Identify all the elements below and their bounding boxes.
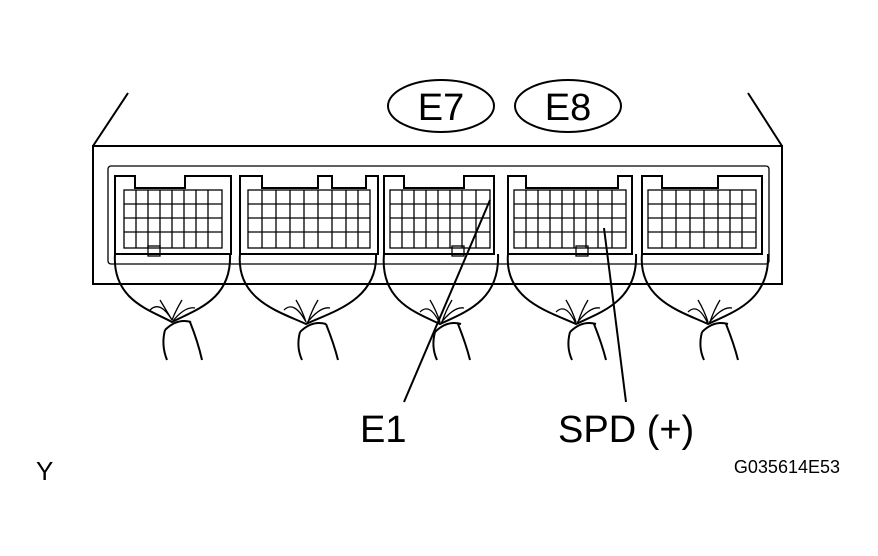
corner-letter: Y <box>36 456 53 486</box>
connector-block-e7 <box>382 175 500 361</box>
figure-code: G035614E53 <box>734 457 840 477</box>
connector-label-e8: E8 <box>545 87 591 129</box>
connector-block-e8 <box>506 175 638 361</box>
leader-line-e1 <box>403 199 491 403</box>
pin-label-e1: E1 <box>360 409 406 451</box>
pin-label-spd: SPD (+) <box>558 409 694 451</box>
connector-callout-e7: E7 <box>387 79 495 133</box>
ecu-housing <box>92 92 783 285</box>
connector-block-2 <box>238 175 379 361</box>
connector-block-5 <box>640 175 770 361</box>
leader-line-spd <box>603 227 627 403</box>
connector-block-1 <box>113 175 232 361</box>
connector-label-e7: E7 <box>418 87 464 129</box>
connector-callout-e8: E8 <box>514 79 622 133</box>
